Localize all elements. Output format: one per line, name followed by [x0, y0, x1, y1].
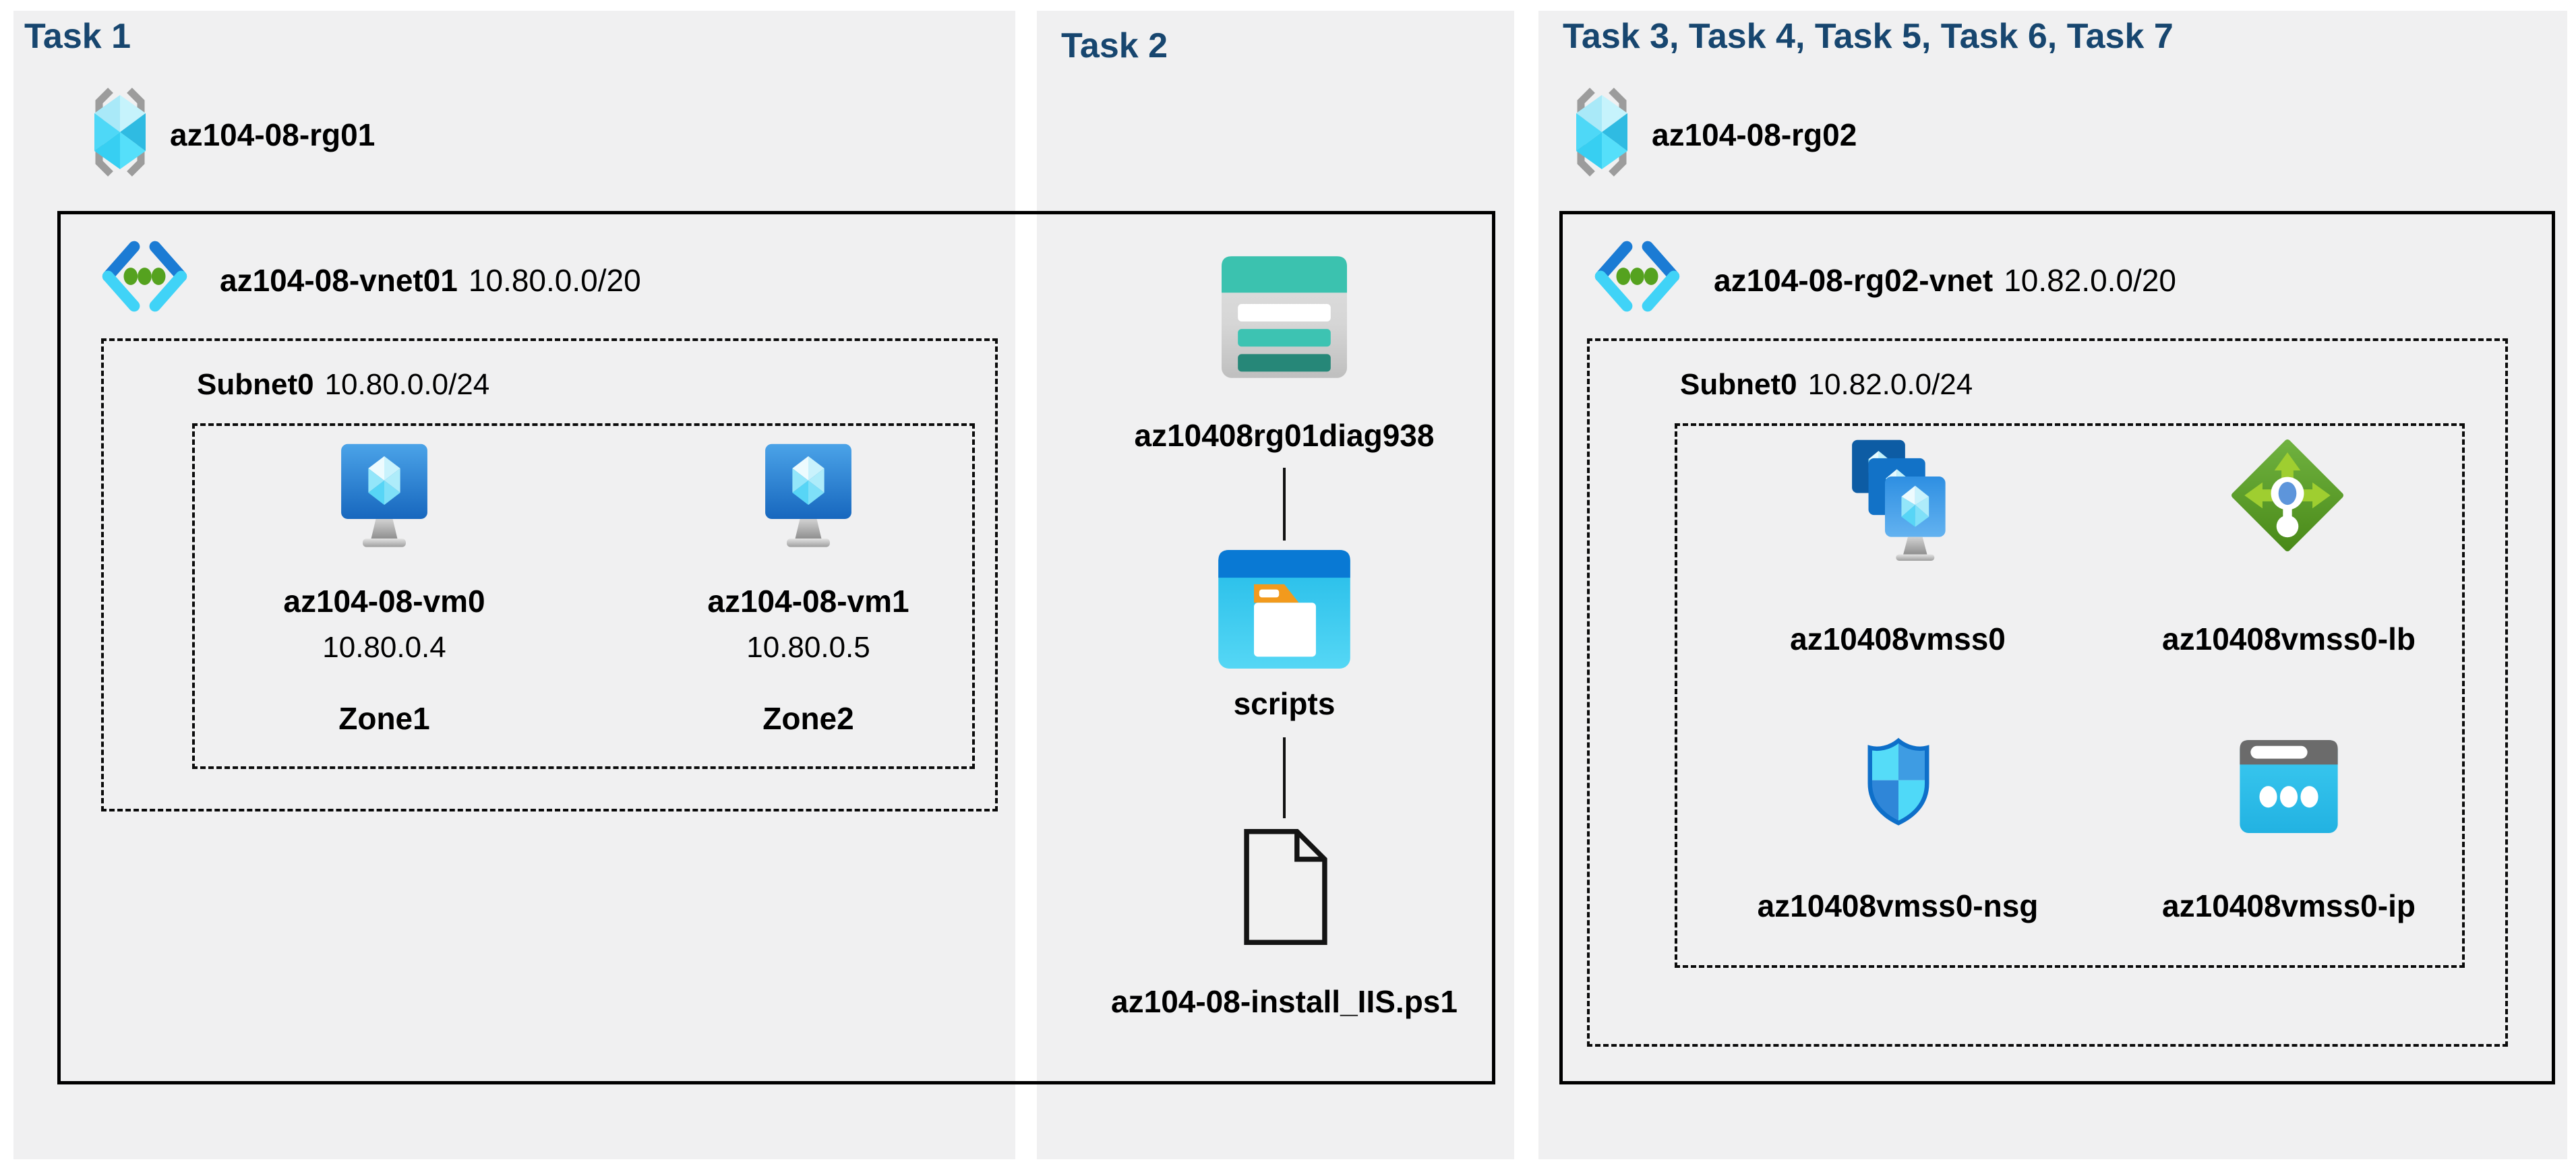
connector-line — [1283, 468, 1286, 541]
load-balancer-icon — [2231, 439, 2343, 551]
vnet01-boundary-box — [57, 211, 1495, 1084]
subnet0-box-task3 — [1587, 338, 2508, 1047]
rg01-label: az104-08-rg01 — [170, 117, 376, 152]
storage-account-icon — [1222, 256, 1347, 379]
vnet01-name: az104-08-vnet01 — [220, 263, 458, 298]
vm0-ip: 10.80.0.4 — [322, 631, 446, 664]
vm-group-box — [192, 423, 975, 769]
blob-container-icon — [1218, 550, 1350, 669]
virtual-network-icon — [98, 235, 191, 322]
lb-label: az10408vmss0-lb — [2162, 621, 2416, 656]
panel-task3-7 — [1538, 11, 2567, 1159]
network-security-group-icon — [1862, 737, 1935, 829]
vnet01-cidr: 10.80.0.0/20 — [468, 263, 641, 298]
rg02-vnet-cidr: 10.82.0.0/20 — [2004, 263, 2176, 298]
virtual-machine-icon — [337, 442, 431, 553]
subnet0-name: Subnet0 — [197, 368, 314, 401]
vm1-ip: 10.80.0.5 — [746, 631, 870, 664]
vmss-label: az10408vmss0 — [1790, 621, 2006, 656]
resource-group-icon — [1572, 85, 1631, 179]
task1-title: Task 1 — [24, 17, 131, 56]
subnet0-label-task1: Subnet0 10.80.0.0/24 — [197, 368, 489, 402]
vnet01-label: az104-08-vnet01 10.80.0.0/20 — [220, 263, 641, 299]
rg02-vnet-label: az104-08-rg02-vnet 10.82.0.0/20 — [1714, 263, 2176, 299]
subnet0-box-task1 — [101, 338, 998, 811]
panel-task1 — [13, 11, 1015, 1159]
storage-account-label: az10408rg01diag938 — [1134, 418, 1435, 453]
resource-group-icon — [90, 85, 150, 179]
rg02-vnet-boundary-box — [1559, 211, 2555, 1084]
nsg-label: az10408vmss0-nsg — [1757, 888, 2039, 923]
connector-line — [1283, 737, 1286, 818]
rg02-label: az104-08-rg02 — [1652, 117, 1857, 152]
vm1-zone: Zone2 — [762, 701, 854, 736]
subnet0-label-task3: Subnet0 10.82.0.0/24 — [1680, 368, 1973, 402]
task3-7-title: Task 3, Task 4, Task 5, Task 6, Task 7 — [1563, 17, 2174, 56]
vmss-group-box — [1675, 423, 2465, 968]
virtual-machine-icon — [761, 442, 856, 553]
vm0-zone: Zone1 — [338, 701, 430, 736]
task2-title: Task 2 — [1061, 26, 1168, 65]
subnet0-cidr: 10.80.0.0/24 — [324, 368, 490, 401]
file-icon — [1238, 826, 1334, 949]
vm-scale-set-icon — [1839, 438, 1956, 563]
public-ip-label: az10408vmss0-ip — [2162, 888, 2416, 923]
vm1-name: az104-08-vm1 — [707, 584, 909, 619]
rg02-vnet-name: az104-08-rg02-vnet — [1714, 263, 1994, 298]
vm0-name: az104-08-vm0 — [283, 584, 485, 619]
container-label: scripts — [1233, 686, 1336, 721]
subnet0-name: Subnet0 — [1680, 368, 1797, 401]
virtual-network-icon — [1591, 235, 1683, 322]
subnet0-cidr: 10.82.0.0/24 — [1807, 368, 1973, 401]
script-file-label: az104-08-install_IIS.ps1 — [1111, 984, 1458, 1019]
public-ip-icon — [2240, 740, 2338, 833]
